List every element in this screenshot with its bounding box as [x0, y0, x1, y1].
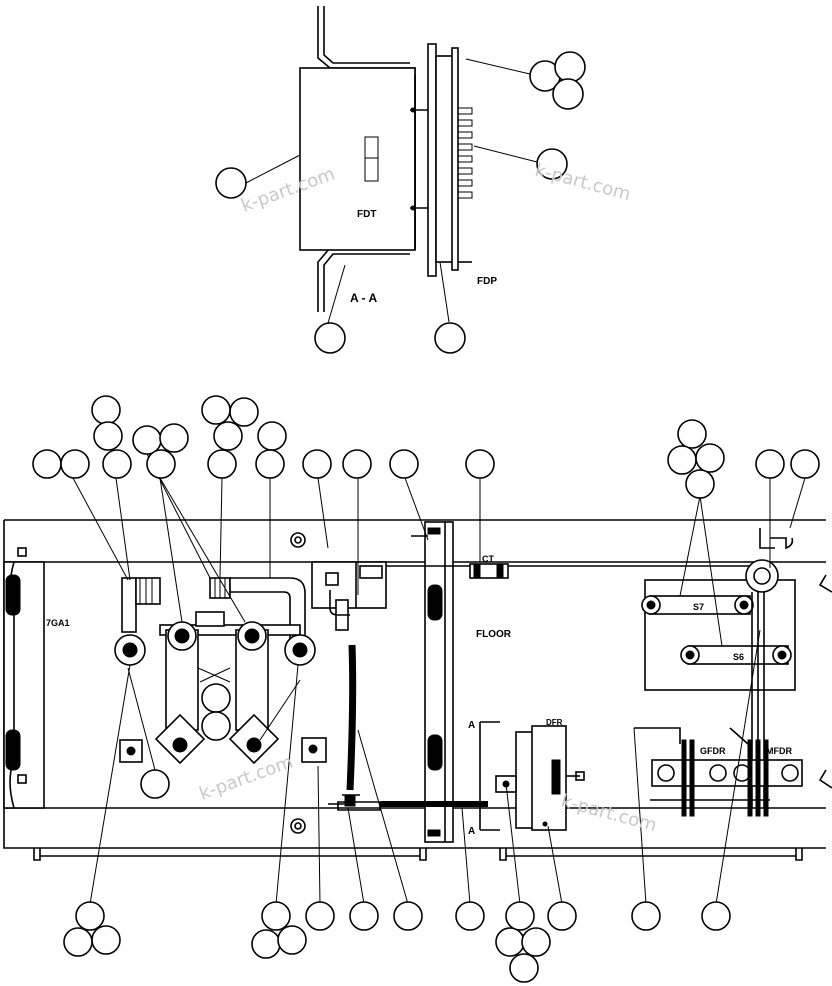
callout-balloon: [261, 901, 291, 931]
fdt-slot: [364, 136, 379, 182]
callout-balloon: [201, 395, 231, 425]
s7-label: S7: [693, 602, 704, 612]
section-a-a-view: FDT FDP A - A: [215, 6, 586, 354]
dfr-label: DFR: [546, 718, 563, 727]
callout-balloon: [305, 901, 335, 931]
hose: [346, 644, 357, 791]
callout-balloon: [349, 901, 379, 931]
mfdr-label: MFDR: [766, 746, 792, 756]
callout-balloon: [255, 449, 285, 479]
callout-balloon: [93, 421, 123, 451]
callout-balloon: [455, 901, 485, 931]
callout-balloon: [251, 929, 281, 959]
watermark: k-part.com: [533, 160, 633, 206]
watermark: k-part.com: [559, 791, 659, 837]
callout-balloon: [201, 683, 231, 713]
callout-balloon: [389, 449, 419, 479]
callout-balloon: [495, 927, 525, 957]
callout-balloon: [257, 421, 287, 451]
ct-component: CT: [469, 554, 760, 579]
callout-balloon: [790, 449, 820, 479]
callout-balloon: [146, 449, 176, 479]
callout-balloon: [277, 925, 307, 955]
callout-balloon: [215, 167, 247, 199]
section-mark-bottom: A: [468, 826, 475, 837]
callout-balloon: [685, 469, 715, 499]
callout-balloon: [509, 953, 539, 983]
callout-balloon: [677, 419, 707, 449]
callout-balloon: [521, 927, 551, 957]
callout-balloon: [701, 901, 731, 931]
callout-balloon: [32, 449, 62, 479]
callout-balloon: [207, 449, 237, 479]
ct-label: CT: [482, 554, 494, 564]
callout-balloon: [60, 449, 90, 479]
callout-balloon: [302, 449, 332, 479]
callout-balloon: [631, 901, 661, 931]
s6-label: S6: [733, 652, 744, 662]
callout-balloon: [314, 322, 346, 354]
section-label: A - A: [350, 291, 377, 305]
callout-balloon: [63, 927, 93, 957]
relay-box: [311, 561, 470, 631]
callout-balloon: [229, 397, 259, 427]
gfdr-mfdr-strip: GFDR MFDR: [634, 727, 803, 817]
lower-leaders: [89, 629, 761, 905]
upper-callouts: [32, 395, 820, 499]
callout-balloon: [554, 51, 586, 83]
floor-label: FLOOR: [476, 629, 512, 640]
panel-view: 7GA1 FLOOR: [3, 395, 832, 983]
inner-callouts: [140, 683, 231, 799]
section-marker: A A: [468, 720, 500, 837]
contactor-assembly: [114, 577, 327, 765]
callout-balloon: [91, 395, 121, 425]
callout-balloon: [102, 449, 132, 479]
watermark: k-part.com: [197, 751, 296, 804]
callout-balloon: [667, 445, 697, 475]
callout-balloon: [393, 901, 423, 931]
callout-balloon: [132, 425, 162, 455]
fdt-box: [299, 67, 416, 251]
fdp-plate: [427, 43, 437, 277]
fdp-label: FDP: [477, 276, 497, 287]
callout-balloon: [465, 449, 495, 479]
callout-balloon: [140, 769, 170, 799]
callout-balloon: [695, 443, 725, 473]
callout-balloon: [552, 78, 584, 110]
callout-balloon: [505, 901, 535, 931]
ga-label: 7GA1: [46, 618, 70, 628]
fdp-terminals: [457, 107, 473, 199]
callout-balloon: [434, 322, 466, 354]
lower-callouts: [63, 901, 731, 983]
fdt-label: FDT: [357, 209, 376, 220]
callout-balloon: [213, 421, 243, 451]
gfdr-label: GFDR: [700, 746, 726, 756]
callout-balloon: [547, 901, 577, 931]
callout-balloon: [91, 925, 121, 955]
upper-leaders: [72, 449, 806, 647]
callout-balloon: [342, 449, 372, 479]
callout-balloon: [755, 449, 785, 479]
callout-balloon: [201, 711, 231, 741]
callout-balloon: [75, 901, 105, 931]
section-mark-top: A: [468, 720, 475, 731]
callout-balloon: [536, 148, 568, 180]
callout-balloon: [159, 423, 189, 453]
